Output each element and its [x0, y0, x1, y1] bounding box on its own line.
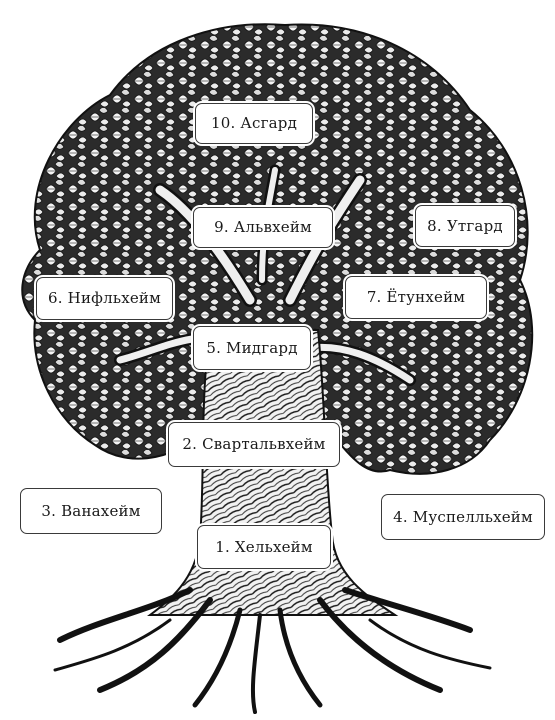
world-label-svartalfheim: 2. Свартальвхейм [168, 422, 340, 467]
world-label-jotunheim: 7. Ётунхейм [345, 276, 487, 319]
world-label-asgard: 10. Асгард [195, 103, 313, 144]
tree-roots [53, 587, 492, 714]
world-label-alfheim: 9. Альвхейм [193, 207, 333, 248]
world-label-muspelheim: 4. Муспелльхейм [381, 494, 545, 540]
world-label-utgard: 8. Утгард [415, 205, 515, 247]
world-label-helheim: 1. Хельхейм [197, 525, 331, 569]
world-label-midgard: 5. Мидгард [193, 326, 311, 370]
tree-canopy [21, 23, 534, 475]
world-label-vanaheim: 3. Ванахейм [20, 488, 162, 534]
world-label-niflheim: 6. Нифльхейм [36, 277, 173, 320]
